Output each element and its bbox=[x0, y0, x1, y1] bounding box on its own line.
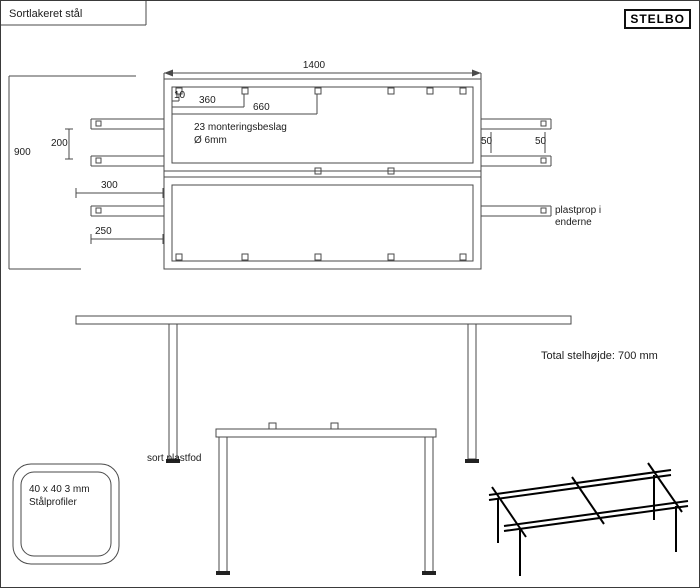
end-view-feet bbox=[216, 571, 436, 575]
dim-1400: 1400 bbox=[302, 60, 326, 71]
dim-200: 200 bbox=[51, 138, 68, 149]
dim-900: 900 bbox=[14, 147, 31, 158]
dim-250: 250 bbox=[95, 226, 112, 237]
stelbo-logo: STELBO bbox=[624, 9, 691, 29]
title-block-lines bbox=[1, 1, 147, 26]
profile-type-label: Stålprofiler bbox=[29, 497, 77, 508]
dim-360: 360 bbox=[199, 95, 216, 106]
note-total-height: Total stelhøjde: 700 mm bbox=[541, 350, 658, 362]
dim-50-right: 50 bbox=[535, 136, 547, 147]
dim-300: 300 bbox=[101, 180, 118, 191]
note-mounting-brackets-line2: Ø 6mm bbox=[194, 135, 227, 146]
isometric-sketch-lines bbox=[488, 462, 689, 576]
note-black-plastic-foot: sort plastfod bbox=[147, 453, 202, 464]
dim-50-left: 50 bbox=[481, 136, 493, 147]
profile-size-label: 40 x 40 3 mm bbox=[29, 484, 90, 495]
dimension-lines bbox=[8, 72, 546, 270]
bracket-squares bbox=[95, 87, 547, 261]
front-view-lines bbox=[75, 315, 572, 460]
top-view-lines bbox=[90, 78, 552, 270]
dimension-arrows bbox=[164, 69, 481, 77]
end-view-lines bbox=[215, 422, 437, 571]
drawing-title: Sortlakeret stål bbox=[9, 8, 83, 20]
dim-660: 660 bbox=[253, 102, 270, 113]
note-plastic-plug-line1: plastprop i bbox=[555, 205, 602, 216]
note-plastic-plug-line2: enderne bbox=[555, 217, 592, 228]
note-mounting-brackets-line1: 23 monteringsbeslag bbox=[194, 122, 287, 133]
dim-10: 10 bbox=[174, 90, 186, 101]
profile-detail-lines bbox=[12, 463, 120, 565]
front-view-feet bbox=[166, 459, 479, 463]
